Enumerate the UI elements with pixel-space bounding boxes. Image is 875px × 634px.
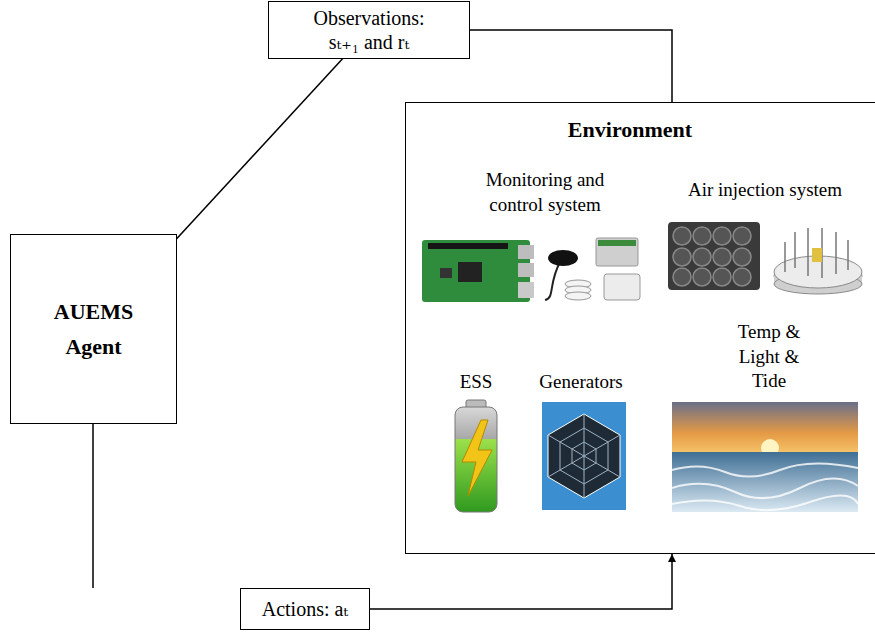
connector-arrow: [370, 554, 672, 609]
environment-box: Environment: [405, 102, 875, 554]
component-label: Generators: [526, 370, 636, 395]
node-text: Observations: sₜ₊₁ and rₜ: [300, 6, 438, 54]
component-label: Air injection system: [665, 178, 865, 203]
agent-box: AUEMS Agent: [10, 234, 177, 424]
air-injection-stack: [668, 222, 760, 290]
connector-arrow: [470, 30, 672, 102]
node-text: AUEMS Agent: [44, 294, 144, 364]
solar-panel-icon: [542, 402, 626, 510]
observation-box: Observations: sₜ₊₁ and rₜ: [268, 1, 470, 59]
node-text: Actions: aₜ: [262, 597, 349, 621]
air-diffuser-disc: [774, 228, 862, 294]
action-box: Actions: aₜ: [240, 588, 370, 630]
ocean-sunset-image: [672, 402, 858, 512]
node-text: Environment: [568, 117, 692, 143]
component-label: ESS: [436, 370, 516, 395]
sensors: [545, 238, 640, 300]
battery-icon: [455, 400, 497, 512]
raspberry-pi: [422, 240, 534, 302]
component-label: Temp & Light & Tide: [728, 320, 810, 394]
component-label: Monitoring and control system: [465, 168, 625, 217]
